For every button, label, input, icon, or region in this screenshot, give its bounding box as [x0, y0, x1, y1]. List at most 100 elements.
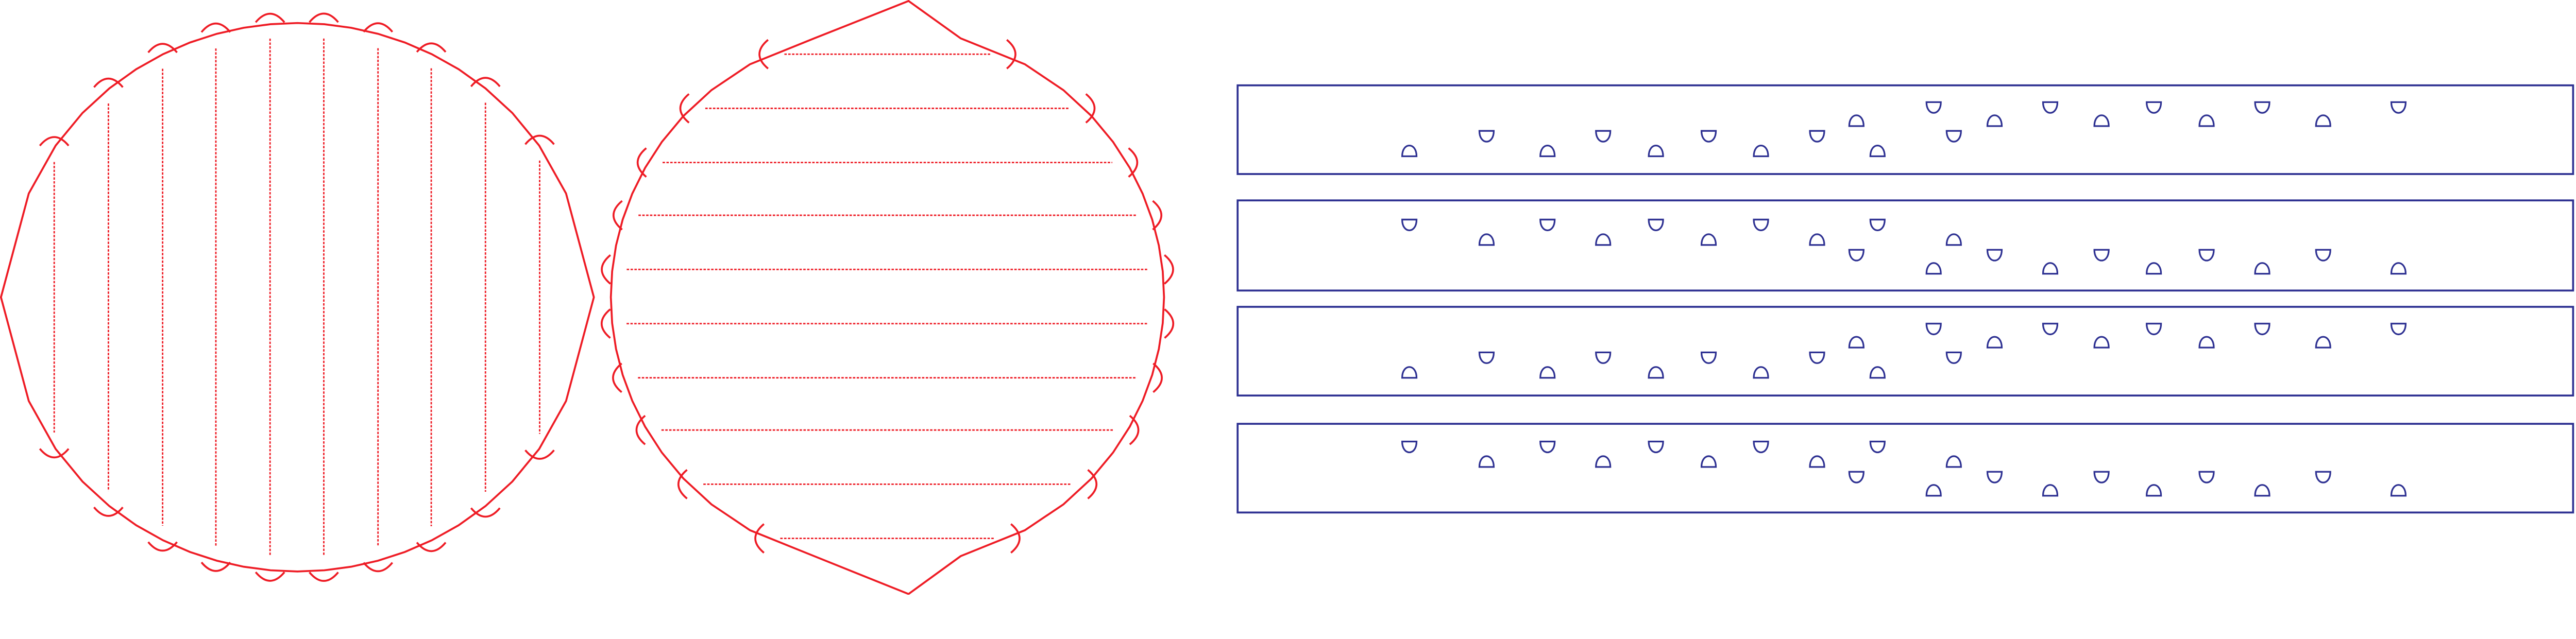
- strip-piece: [1236, 306, 2574, 397]
- puzzle-tab: [147, 541, 178, 552]
- puzzle-tab: [1129, 415, 1140, 445]
- puzzle-tab: [636, 147, 647, 178]
- notch-cutout: [1648, 440, 1664, 454]
- notch-cutout: [2390, 322, 2407, 336]
- puzzle-tab: [524, 134, 555, 145]
- notch-cutout: [2198, 336, 2215, 349]
- notch-cutout: [2254, 484, 2270, 497]
- strip-outline: [1236, 84, 2574, 175]
- notch-cutout: [2390, 484, 2407, 497]
- notch-cutout: [1925, 262, 1942, 275]
- middle-disc-piece: [601, 0, 1174, 595]
- notch-cutout: [1478, 233, 1495, 246]
- notch-cutout: [2390, 101, 2407, 114]
- puzzle-tab: [754, 523, 765, 554]
- puzzle-tab: [470, 77, 501, 88]
- notch-cutout: [1848, 471, 1865, 483]
- puzzle-tab: [39, 448, 70, 459]
- puzzle-tab: [39, 136, 70, 147]
- puzzle-tab: [1164, 308, 1174, 339]
- notch-cutout: [1945, 455, 1962, 468]
- notch-cutout: [1848, 114, 1865, 127]
- notch-cutout: [1986, 336, 2003, 349]
- notch-cutout: [1869, 366, 1886, 379]
- notch-cutout: [2315, 336, 2331, 349]
- notch-cutout: [2146, 101, 2162, 114]
- puzzle-tab: [1153, 362, 1163, 393]
- puzzle-tab: [255, 12, 285, 23]
- notch-cutout: [2315, 471, 2331, 483]
- notch-cutout: [1648, 218, 1664, 231]
- notch-cutout: [1925, 101, 1942, 114]
- notch-cutout: [1401, 366, 1418, 379]
- notch-cutout: [1753, 218, 1769, 231]
- puzzle-tab: [601, 254, 612, 285]
- notch-cutout: [1753, 440, 1769, 454]
- puzzle-tab: [612, 362, 622, 393]
- notch-cutout: [2198, 114, 2215, 127]
- notch-cutout: [2315, 114, 2331, 127]
- notch-cutout: [1401, 144, 1418, 158]
- puzzle-tab: [1164, 254, 1174, 285]
- notch-cutout: [2146, 322, 2162, 336]
- puzzle-tab: [416, 42, 447, 53]
- notch-cutout: [1539, 440, 1556, 454]
- notch-cutout: [1809, 455, 1825, 468]
- puzzle-tab: [679, 93, 690, 124]
- puzzle-tab: [1006, 39, 1016, 70]
- notch-cutout: [2042, 262, 2059, 275]
- puzzle-tab: [1087, 469, 1097, 499]
- puzzle-tab: [147, 43, 178, 54]
- disc-outline: [609, 0, 1165, 595]
- puzzle-tab: [363, 22, 394, 33]
- strip-piece: [1236, 423, 2574, 514]
- puzzle-tab: [309, 572, 339, 582]
- puzzle-tab: [758, 39, 769, 70]
- puzzle-tab: [601, 308, 611, 339]
- notch-cutout: [1595, 351, 1612, 364]
- notch-cutout: [1595, 233, 1612, 246]
- notch-cutout: [2146, 484, 2162, 497]
- notch-cutout: [1809, 351, 1825, 364]
- puzzle-tab: [1010, 523, 1021, 554]
- notch-cutout: [2093, 114, 2110, 127]
- notch-cutout: [1945, 351, 1962, 364]
- strip-piece: [1236, 84, 2574, 175]
- puzzle-tab: [635, 415, 646, 445]
- notch-cutout: [1869, 440, 1886, 454]
- notch-cutout: [1945, 130, 1962, 143]
- puzzle-tab: [470, 507, 501, 518]
- puzzle-tab: [93, 77, 124, 88]
- cut-layout-canvas: [0, 0, 2574, 595]
- notch-cutout: [2315, 249, 2331, 262]
- notch-cutout: [1700, 351, 1717, 364]
- notch-cutout: [1925, 484, 1942, 497]
- puzzle-tab: [255, 572, 285, 582]
- notch-cutout: [1809, 233, 1825, 246]
- notch-cutout: [1401, 218, 1418, 231]
- puzzle-tab: [677, 469, 688, 499]
- notch-cutout: [2254, 322, 2270, 336]
- notch-cutout: [2146, 262, 2162, 275]
- puzzle-tab: [1085, 93, 1096, 124]
- notch-cutout: [2093, 336, 2110, 349]
- notch-cutout: [1809, 130, 1825, 143]
- notch-cutout: [1848, 336, 1865, 349]
- notch-cutout: [2093, 249, 2110, 262]
- notch-cutout: [1539, 218, 1556, 231]
- notch-cutout: [1595, 130, 1612, 143]
- puzzle-tab: [613, 200, 623, 231]
- notch-cutout: [1869, 144, 1886, 158]
- notch-cutout: [1478, 351, 1495, 364]
- strip-pieces: [1236, 84, 2574, 514]
- notch-cutout: [2390, 262, 2407, 275]
- notch-cutout: [1986, 249, 2003, 262]
- notch-cutout: [2198, 249, 2215, 262]
- notch-cutout: [1700, 455, 1717, 468]
- puzzle-tab: [309, 12, 339, 23]
- notch-cutout: [2198, 471, 2215, 483]
- strip-outline: [1236, 306, 2574, 397]
- notch-cutout: [1945, 233, 1962, 246]
- strip-piece: [1236, 199, 2574, 292]
- notch-cutout: [1539, 366, 1556, 379]
